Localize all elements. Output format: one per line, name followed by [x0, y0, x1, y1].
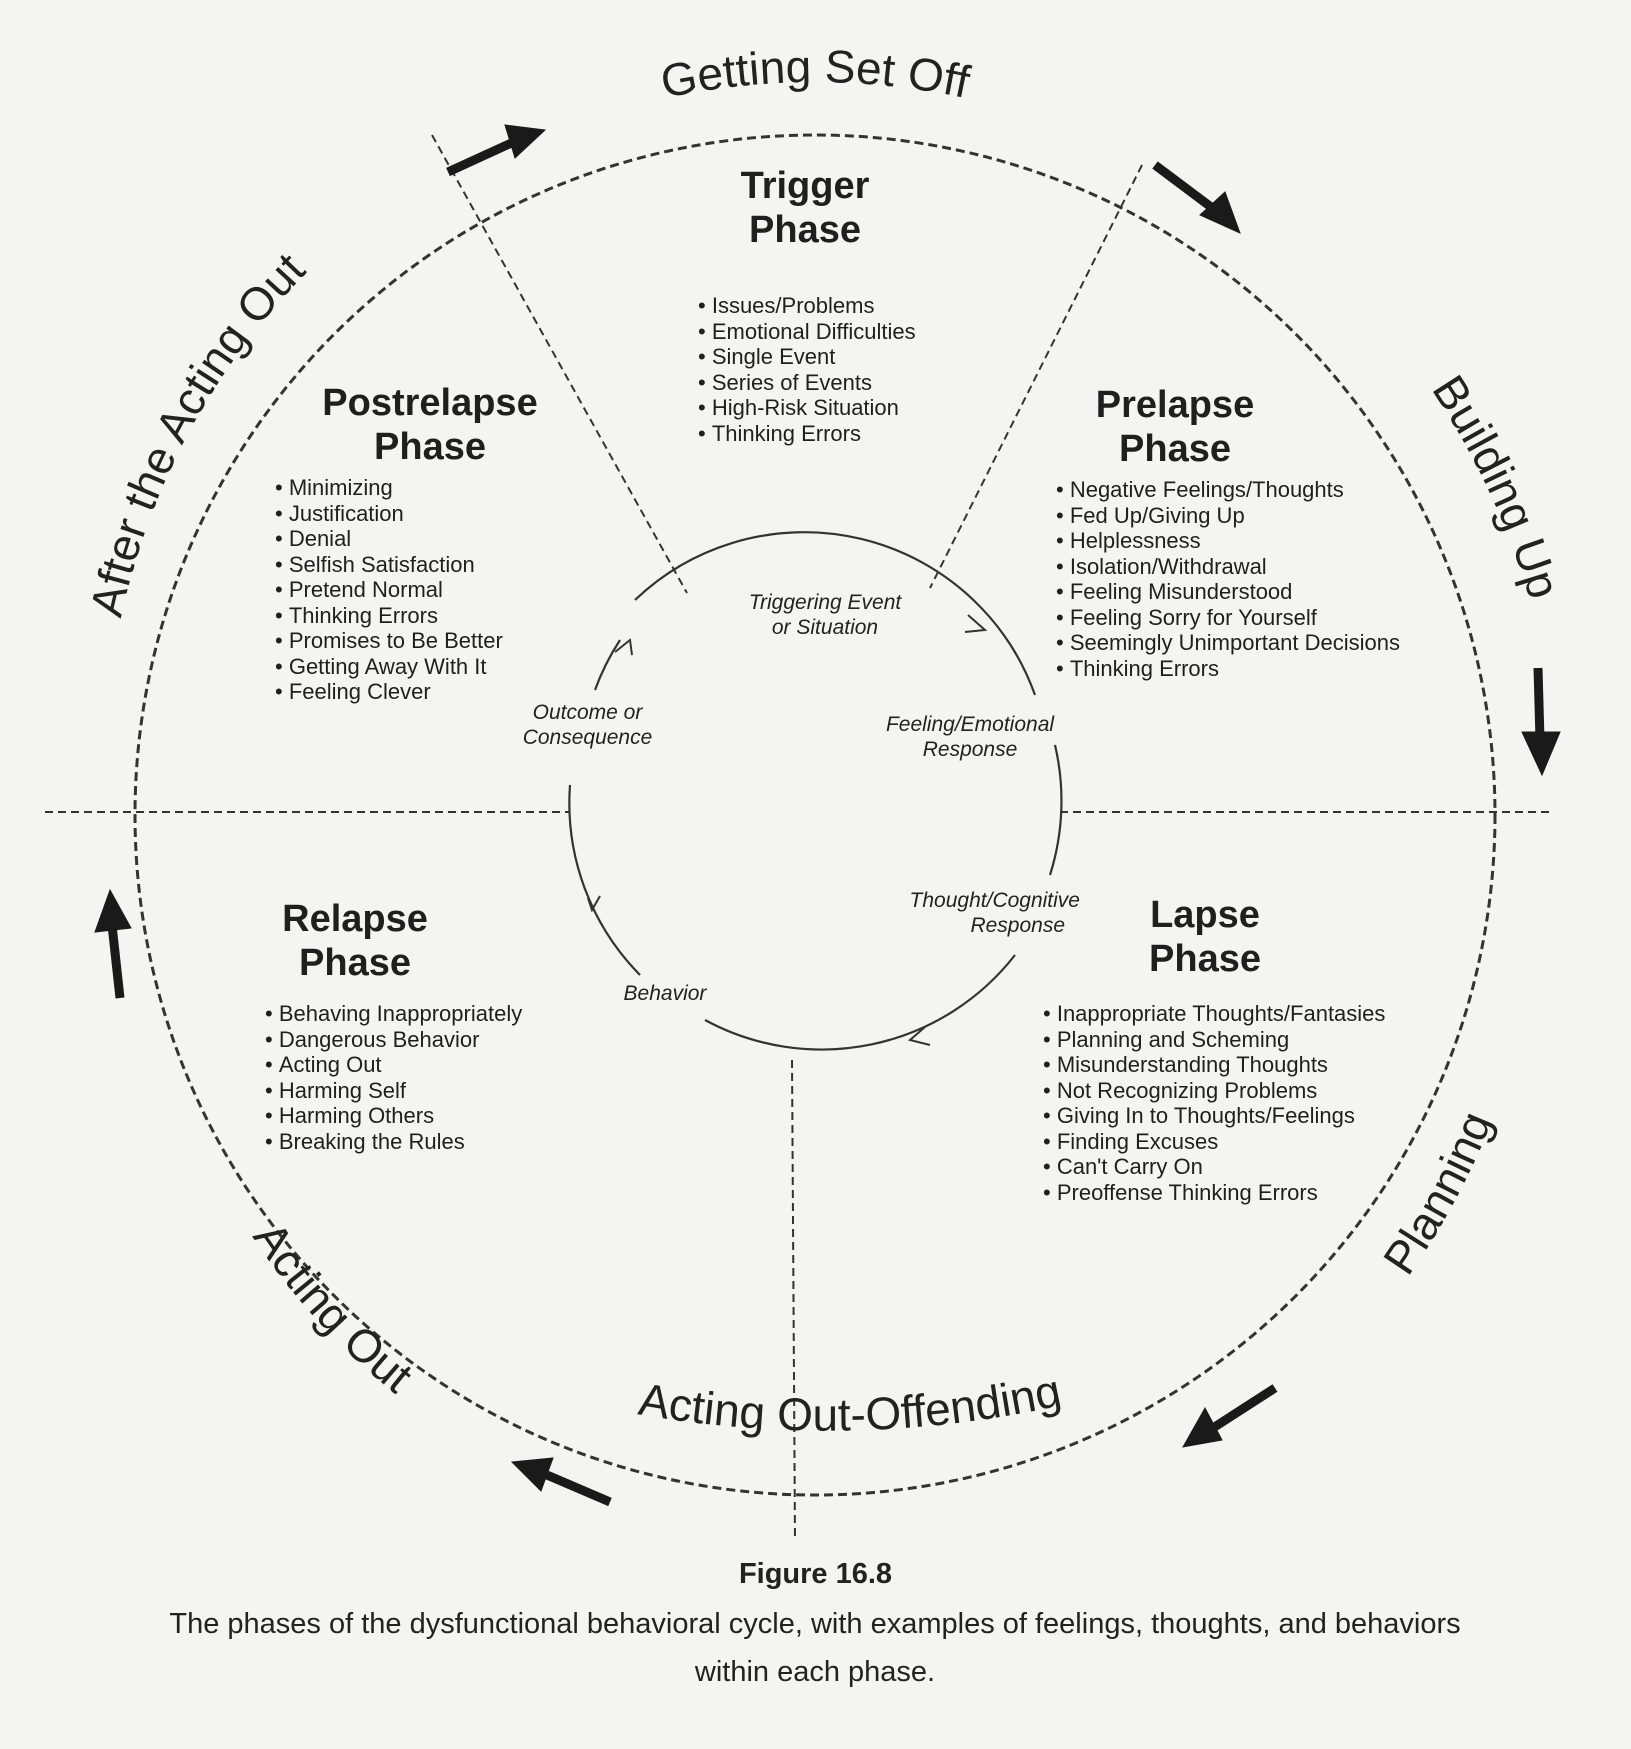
phase-title-line: Phase [299, 942, 411, 984]
list-item: Inappropriate Thoughts/Fantasies [1043, 1001, 1386, 1027]
phase-title-relapse: Relapse Phase [255, 897, 455, 985]
list-item: High-Risk Situation [698, 395, 916, 421]
list-item: Can't Carry On [1043, 1154, 1385, 1180]
ring-label-acting-out: Acting Out [244, 1212, 423, 1402]
inner-label-line: Behavior [623, 982, 707, 1005]
list-item: Selfish Satisfaction [275, 552, 503, 578]
phase-title-line: Phase [749, 209, 861, 251]
figure-caption-title: Figure 16.8 [738, 1558, 893, 1590]
inner-label-thought: Thought/Cognitive Response [870, 888, 1080, 938]
list-item: Not Recognizing Problems [1043, 1078, 1385, 1104]
list-item: Harming Others [265, 1103, 522, 1129]
divider-upper-right [929, 164, 1143, 589]
outer-arrows [94, 124, 1561, 1507]
arrow-top-left-icon [446, 124, 547, 177]
list-item: Pretend Normal [275, 577, 503, 603]
phase-title-line: Prelapse [1095, 384, 1255, 426]
list-item: Finding Excuses [1043, 1129, 1385, 1155]
arrow-left-up-icon [94, 888, 132, 999]
list-item: Emotional Difficulties [698, 319, 916, 345]
inner-label-behavior: Behavior [600, 981, 730, 1006]
list-item: Giving In to Thoughts/Feelings [1043, 1103, 1385, 1129]
list-item: Fed Up/Giving Up [1056, 503, 1400, 529]
list-item: Promises to Be Better [275, 628, 503, 654]
inner-label-line: Thought/Cognitive [909, 889, 1080, 912]
phase-list-relapse: Behaving Inappropriately Dangerous Behav… [265, 1001, 522, 1154]
inner-label-line: Feeling/Emotional [885, 713, 1055, 736]
inner-label-line: Consequence [522, 726, 653, 749]
phase-list-lapse: Inappropriate Thoughts/Fantasies Plannin… [1043, 1001, 1386, 1206]
list-item: Getting Away With It [275, 654, 503, 680]
phase-list-trigger: Issues/Problems Emotional Difficulties S… [698, 293, 916, 446]
phase-title-line: Lapse [1150, 894, 1260, 936]
inner-label-line: Response [970, 914, 1065, 937]
list-item: Justification [275, 501, 503, 527]
phase-title-postrelapse: Postrelapse Phase [300, 381, 560, 469]
arrow-lower-right-icon [1182, 1384, 1278, 1448]
list-item: Harming Self [265, 1078, 522, 1104]
list-item: Helplessness [1056, 528, 1400, 554]
list-item: Thinking Errors [275, 603, 503, 629]
inner-cycle [568, 531, 1063, 1051]
list-item: Planning and Scheming [1043, 1027, 1385, 1053]
arrow-bottom-left-icon [510, 1457, 612, 1507]
list-item: Behaving Inappropriately [265, 1001, 522, 1027]
phase-title-prelapse: Prelapse Phase [1065, 383, 1285, 471]
phase-title-lapse: Lapse Phase [1105, 893, 1305, 981]
inner-label-line: Triggering Event [748, 591, 902, 614]
ring-label-acting-out-offending: Acting Out-Offending [635, 1364, 1065, 1441]
arrow-top-right-icon [1152, 161, 1241, 234]
list-item: Issues/Problems [698, 293, 916, 319]
ring-label-building-up: Building Up [1423, 366, 1571, 604]
phase-title-line: Phase [1149, 938, 1261, 980]
list-item: Denial [275, 526, 503, 552]
list-item: Misunderstanding Thoughts [1043, 1052, 1385, 1078]
inner-label-line: Response [922, 738, 1018, 761]
list-item: Feeling Clever [275, 679, 503, 705]
ring-label-getting-set-off: Getting Set Off [657, 40, 975, 108]
list-item: Thinking Errors [1056, 656, 1400, 682]
inner-label-outcome: Outcome or Consequence [505, 700, 670, 750]
list-item: Feeling Sorry for Yourself [1056, 605, 1400, 631]
inner-label-triggering: Triggering Event or Situation [725, 590, 925, 640]
phase-title-line: Phase [1119, 428, 1231, 470]
figure-caption-text: The phases of the dysfunctional behavior… [169, 1608, 1461, 1688]
phase-title-line: Postrelapse [322, 382, 538, 424]
list-item: Seemingly Unimportant Decisions [1056, 630, 1400, 656]
list-item: Dangerous Behavior [265, 1027, 522, 1053]
list-item: Single Event [698, 344, 916, 370]
list-item: Breaking the Rules [265, 1129, 522, 1155]
outer-cycle-ring [133, 133, 1497, 1497]
list-item: Negative Feelings/Thoughts [1056, 477, 1400, 503]
phase-title-line: Trigger [740, 165, 870, 207]
phase-title-line: Relapse [282, 898, 428, 940]
list-item: Isolation/Withdrawal [1056, 554, 1400, 580]
phase-title-trigger: Trigger Phase [700, 164, 910, 252]
divider-upper-left [431, 134, 688, 594]
inner-label-line: Outcome or [532, 701, 643, 724]
phase-list-postrelapse: Minimizing Justification Denial Selfish … [275, 475, 503, 705]
inner-label-line: or Situation [771, 616, 879, 639]
divider-vertical-bottom [791, 1059, 796, 1541]
inner-cycle-arrowheads [587, 614, 988, 1046]
list-item: Preoffense Thinking Errors [1043, 1180, 1385, 1206]
phase-list-prelapse: Negative Feelings/Thoughts Fed Up/Giving… [1056, 477, 1400, 681]
list-item: Acting Out [265, 1052, 522, 1078]
list-item: Thinking Errors [698, 421, 916, 447]
inner-label-feeling: Feeling/Emotional Response [865, 712, 1075, 762]
list-item: Feeling Misunderstood [1056, 579, 1400, 605]
list-item: Minimizing [275, 475, 503, 501]
phase-title-line: Phase [374, 426, 486, 468]
list-item: Series of Events [698, 370, 916, 396]
arrow-right-down-icon [1521, 667, 1561, 777]
ring-label-planning: Planning [1373, 1104, 1502, 1283]
